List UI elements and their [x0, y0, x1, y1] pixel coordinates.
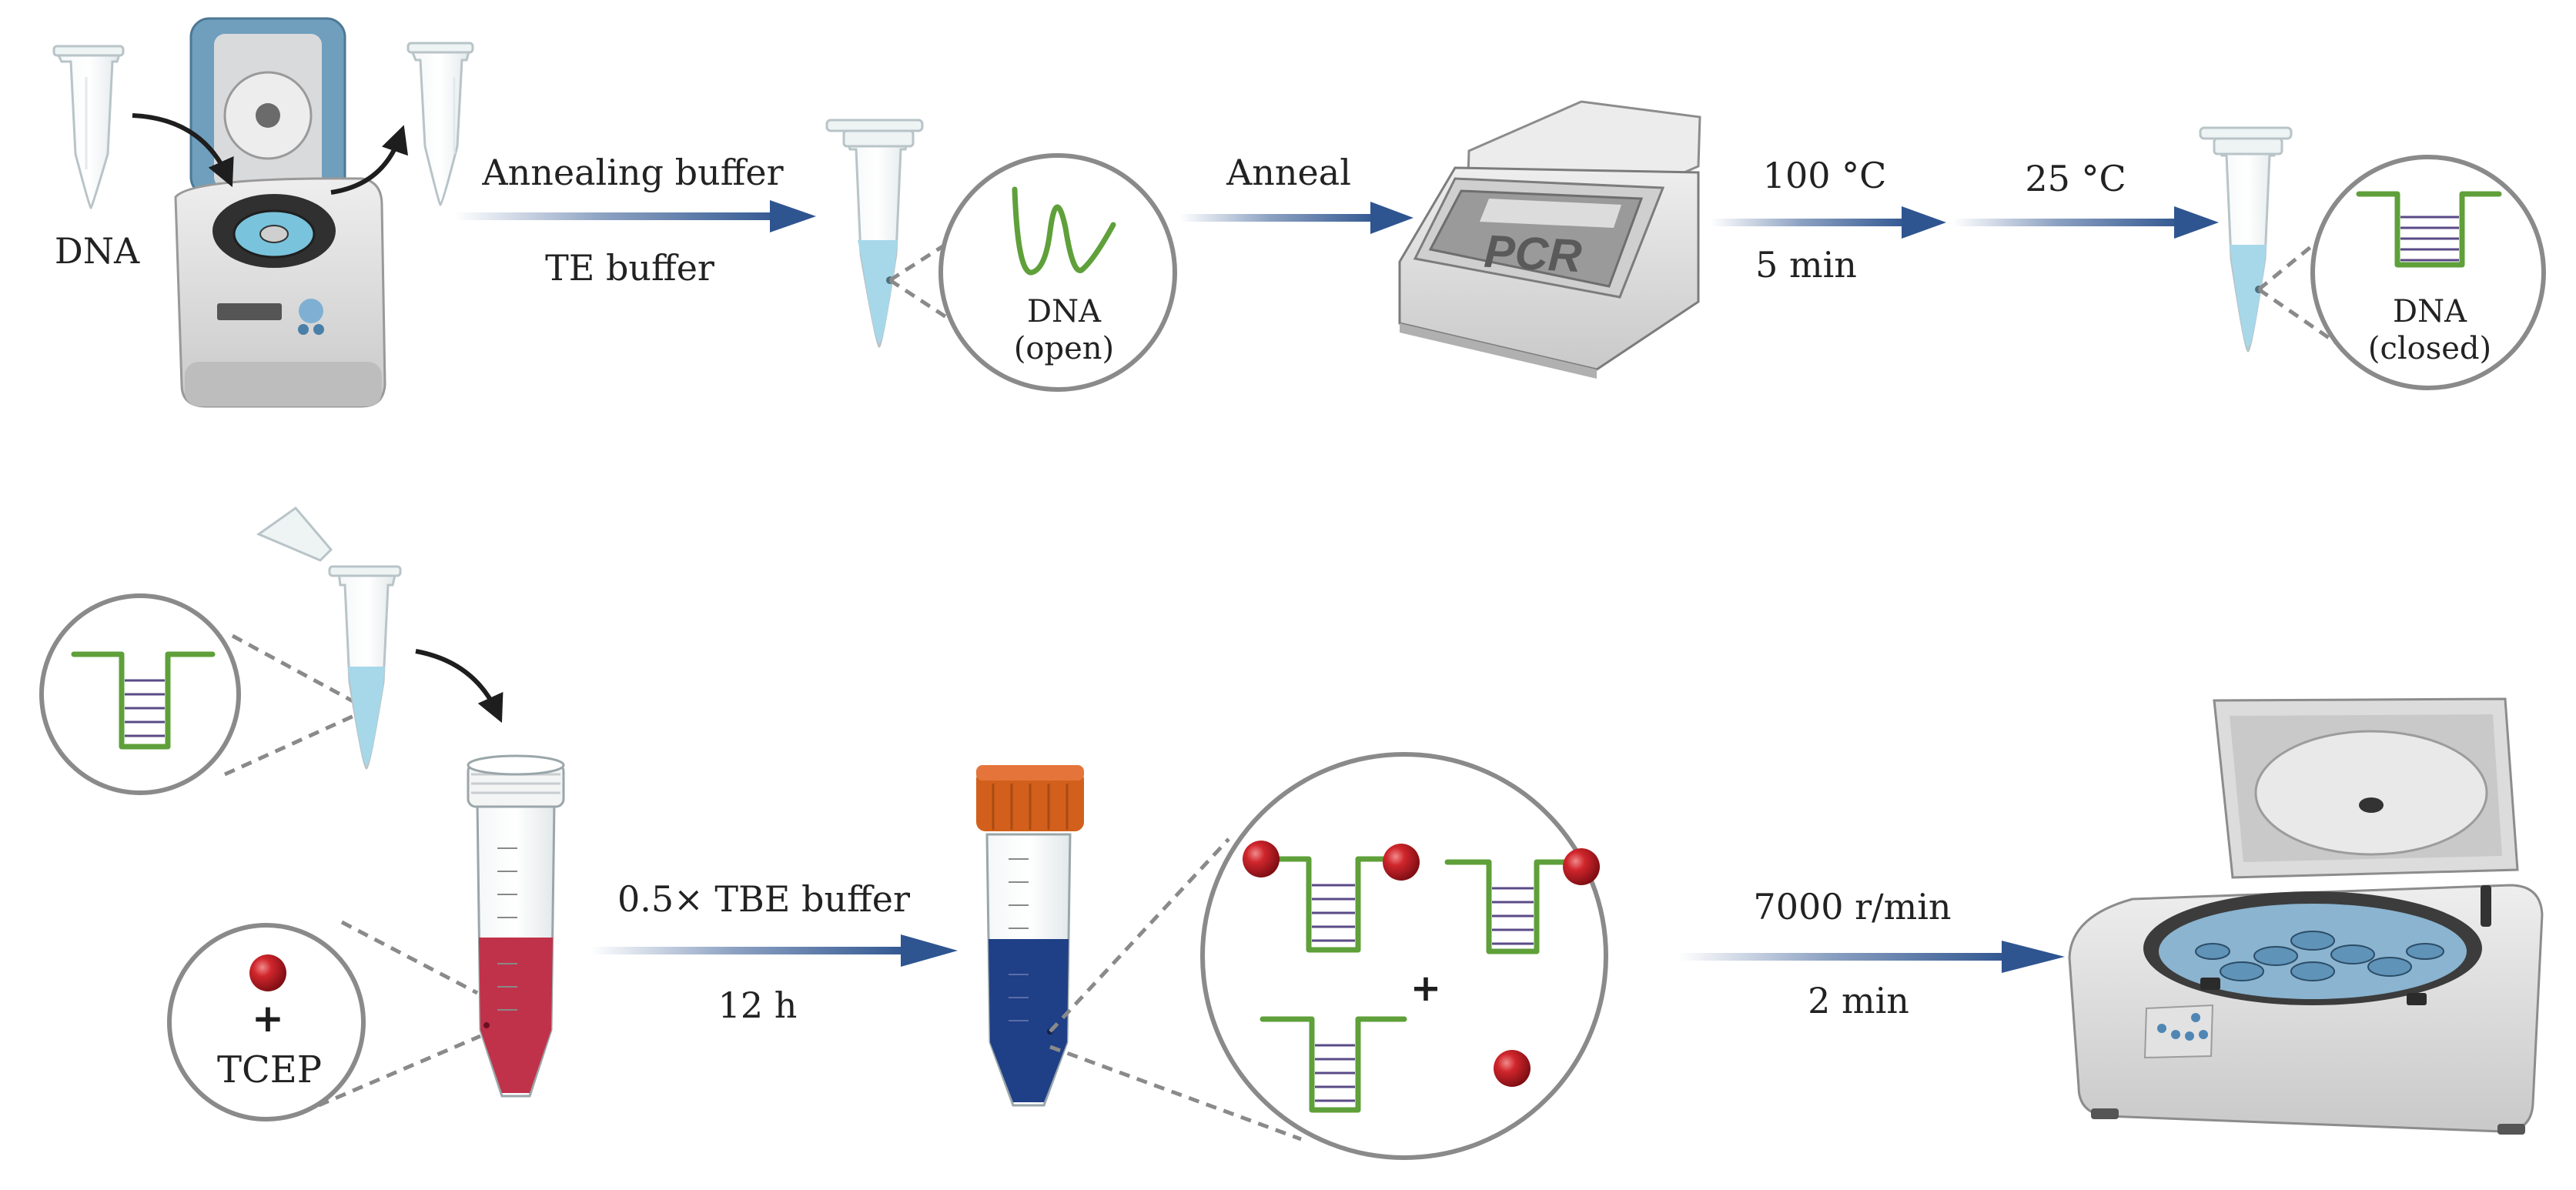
gold-nanoparticle-icon	[1243, 841, 1280, 877]
denature-arrow	[1711, 206, 1946, 239]
cool-arrow	[1952, 206, 2219, 239]
benchtop-centrifuge-icon	[2068, 697, 2544, 1135]
closed-label-line2: (closed)	[2368, 331, 2491, 366]
dna-hairpin-icon	[71, 651, 216, 750]
dna-label: DNA	[55, 230, 140, 272]
arrow6-bottom-label: 2 min	[1808, 980, 1909, 1021]
tbe-buffer-arrow	[590, 934, 958, 967]
microtube-icon	[2199, 126, 2293, 353]
out-of-centrifuge-arrow	[330, 125, 408, 195]
open-label-line2: (open)	[1014, 331, 1114, 366]
dna-open-zoom: DNA (open)	[938, 153, 1177, 392]
open-label-line1: DNA	[1027, 294, 1102, 329]
mix-plus-symbol: +	[1410, 967, 1441, 1010]
zoom-line	[340, 920, 479, 995]
dna-closed-zoom	[39, 593, 241, 795]
arrow2-top-label: Anneal	[1226, 152, 1351, 193]
gold-nanoparticle-icon	[1494, 1050, 1531, 1087]
dna-closed-zoom: DNA (closed)	[2310, 155, 2546, 390]
falcon-tube-icon	[976, 765, 1084, 1107]
falcon-tube-icon	[467, 754, 565, 1098]
arrow5-top-label: 0.5× TBE buffer	[617, 878, 910, 920]
arrow1-bottom-label: TE buffer	[545, 247, 714, 289]
arrow1-top-label: Annealing buffer	[481, 152, 783, 193]
arrow5-bottom-label: 12 h	[718, 984, 798, 1026]
mini-centrifuge-icon	[174, 17, 386, 408]
plus-symbol: +	[252, 996, 284, 1041]
dna-hairpin-icon	[1012, 186, 1116, 276]
mixture-zoom: +	[1200, 752, 1608, 1160]
microtube-icon	[52, 45, 125, 210]
zoom-line	[1049, 837, 1230, 1033]
pcr-thermocycler-icon: PCR	[1398, 100, 1701, 379]
tcep-zoom: + TCEP	[167, 923, 366, 1121]
arrow4-top-label: 25 °C	[2025, 158, 2126, 199]
centrifuge-arrow	[1678, 941, 2065, 973]
dna-hairpin-icon	[2356, 191, 2502, 268]
arrow3-bottom-label: 5 min	[1755, 244, 1857, 286]
closed-label-line1: DNA	[2393, 294, 2467, 329]
zoom-line	[223, 712, 359, 777]
gold-nanoparticle-icon	[1383, 844, 1420, 881]
dna-hairpin-icon	[1256, 856, 1404, 953]
dna-hairpin-icon	[1260, 1016, 1407, 1113]
arrow6-top-label: 7000 r/min	[1753, 886, 1951, 928]
gold-nanoparticle-icon	[1563, 848, 1600, 885]
tcep-label: TCEP	[217, 1048, 322, 1091]
zoom-line	[231, 633, 359, 706]
zoom-line	[1049, 1045, 1302, 1142]
transfer-arrow	[415, 649, 503, 724]
dna-hairpin-icon	[1444, 859, 1586, 954]
into-centrifuge-arrow	[132, 113, 234, 188]
gold-nanoparticle-icon	[249, 954, 286, 991]
microtube-icon	[256, 506, 402, 770]
microtube-icon	[825, 119, 924, 349]
pcr-screen-text: PCR	[1483, 226, 1583, 282]
annealing-buffer-arrow	[454, 200, 816, 232]
anneal-arrow	[1179, 202, 1413, 234]
arrow3-top-label: 100 °C	[1763, 155, 1887, 196]
microtube-icon	[406, 42, 474, 206]
